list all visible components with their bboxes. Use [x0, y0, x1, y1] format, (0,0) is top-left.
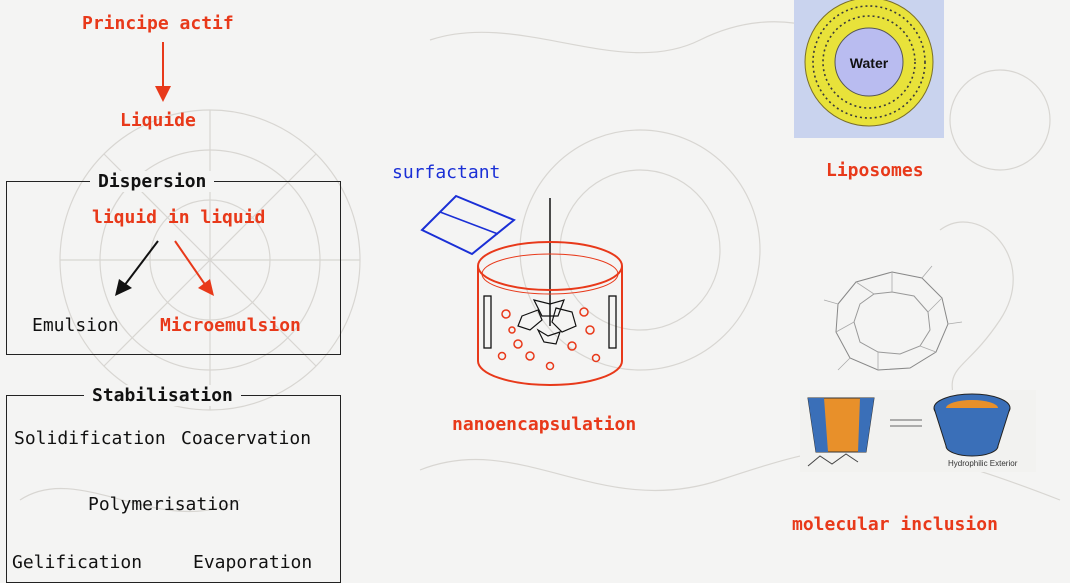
liquide-label: Liquide [120, 110, 196, 131]
polymerisation-label: Polymerisation [88, 494, 240, 515]
cyclodextrin-structure-image [823, 265, 963, 371]
molecular-inclusion-label: molecular inclusion [792, 514, 998, 535]
nanoencapsulation-label: nanoencapsulation [452, 414, 637, 435]
liposomes-label: Liposomes [826, 160, 924, 181]
microemulsion-label: Microemulsion [160, 315, 301, 336]
liposome-image: Water [794, 0, 944, 138]
solidification-label: Solidification [14, 428, 166, 449]
water-label: Water [850, 55, 889, 71]
hydrophilic-exterior-label: Hydrophilic Exterior [948, 459, 1018, 468]
surfactant-container-icon [420, 194, 516, 256]
evaporation-label: Evaporation [193, 552, 313, 573]
stirred-vessel-icon [477, 198, 623, 386]
split-arrows-icon [115, 240, 214, 296]
coacervation-label: Coacervation [181, 428, 312, 449]
principe-actif-label: Principe actif [82, 13, 234, 34]
liquid-in-liquid-label: liquid in liquid [92, 207, 266, 228]
dispersion-title: Dispersion [90, 171, 215, 192]
down-arrow-icon [155, 42, 171, 102]
surfactant-label: surfactant [392, 162, 501, 183]
emulsion-label: Emulsion [32, 315, 119, 336]
gelification-label: Gelification [12, 552, 143, 573]
cyclodextrin-cone-image: Hydrophilic Exterior [800, 390, 1036, 472]
stabilisation-title: Stabilisation [84, 385, 241, 406]
